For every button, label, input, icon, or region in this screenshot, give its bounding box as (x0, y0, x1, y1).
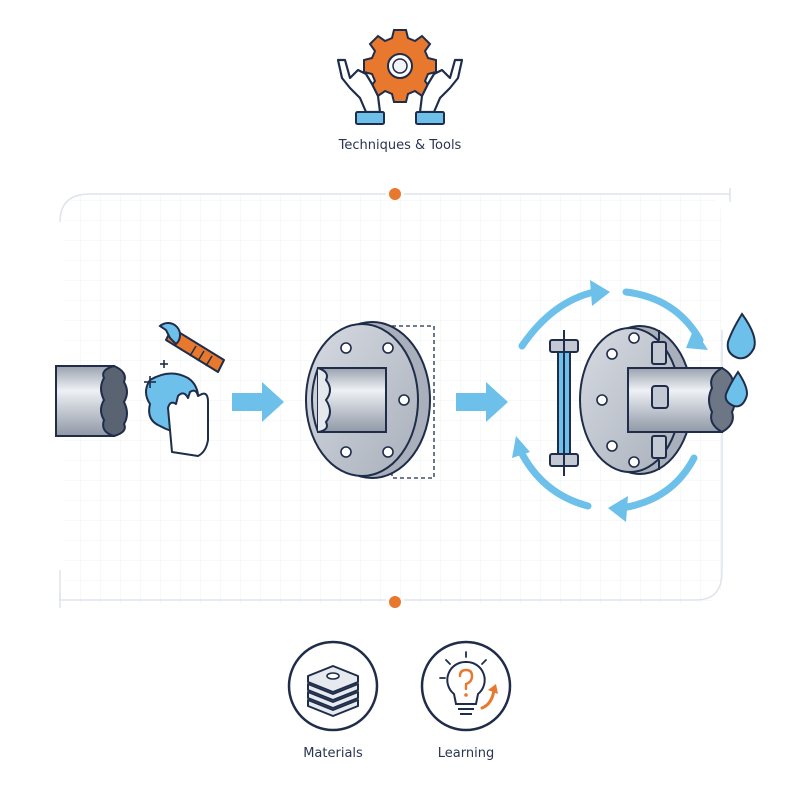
arrow-right-1 (232, 382, 284, 422)
step-clean-pipe (55, 321, 225, 457)
frame-bottom-marker (389, 596, 401, 608)
sparkle-icon (144, 360, 168, 388)
header-title: Techniques & Tools (338, 138, 462, 153)
footer-label-learning: Learning (437, 746, 495, 761)
frame-top-marker (389, 188, 401, 200)
stack-layers-icon (287, 640, 379, 732)
hand-icon (167, 389, 209, 457)
step-fit-flange (305, 321, 435, 479)
wrench-icon (158, 321, 225, 373)
water-drop-icon (726, 312, 756, 360)
hands-gear-icon (336, 29, 464, 125)
water-drop-icon-2 (724, 370, 748, 408)
step-bolt-and-test (512, 280, 756, 522)
pipe-rough-end (100, 364, 128, 438)
footer-label-materials: Materials (303, 746, 363, 761)
lightbulb-question-icon (420, 640, 512, 732)
arrow-right-2 (456, 382, 508, 422)
